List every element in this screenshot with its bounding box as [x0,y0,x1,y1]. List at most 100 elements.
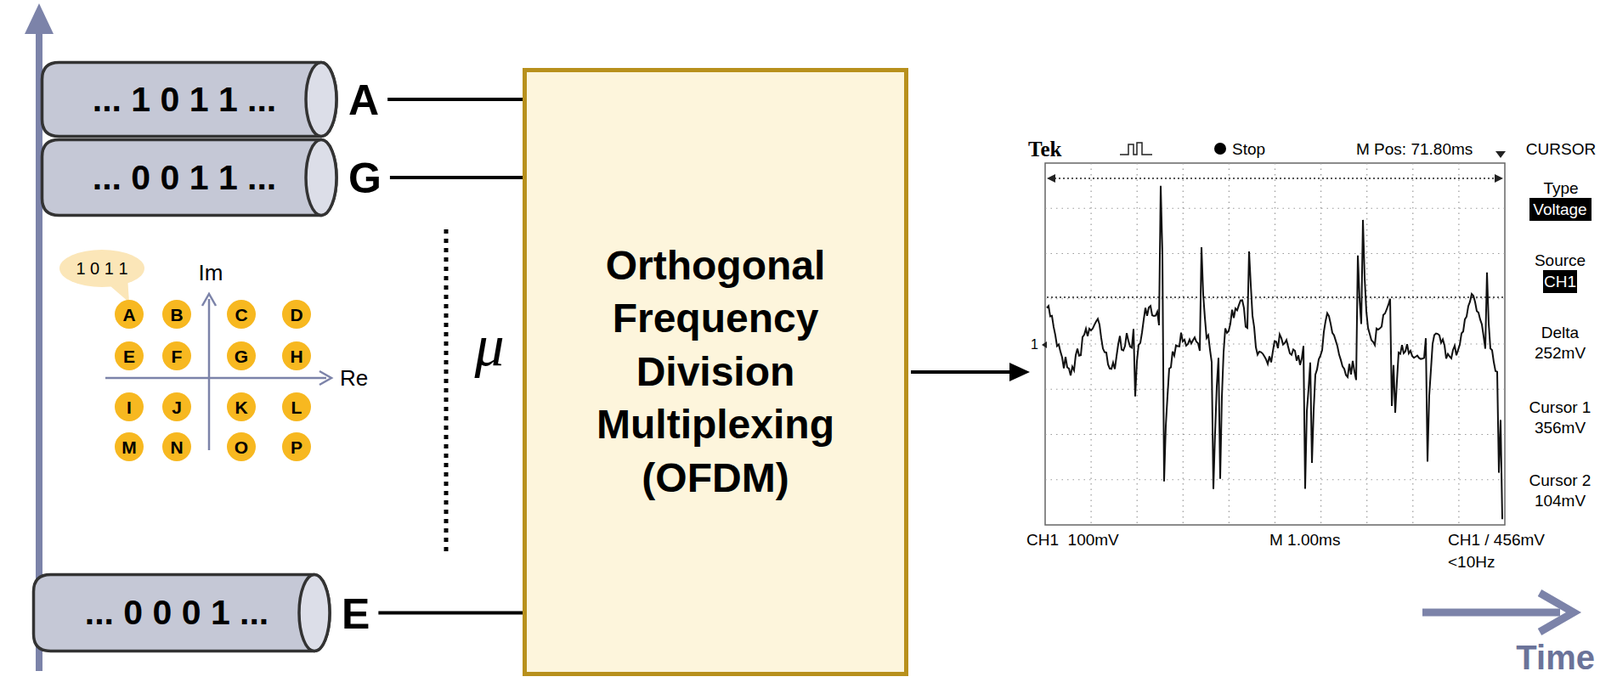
menu-value: Voltage [1532,201,1587,218]
axis-arrowhead [24,3,54,34]
symbol-mu: μ [474,316,504,376]
constellation-point: M [114,432,144,462]
menu-item: Cursor 1 [1529,399,1592,416]
constellation-point: C [226,299,256,329]
constellation-point: A [114,299,144,329]
ellipsis-line [444,229,449,557]
constellation-point: L [282,392,311,422]
bubble-fill [59,249,145,288]
constellation-point: P [282,432,311,462]
waveform [1046,186,1503,521]
im-axis [208,299,211,451]
trigger-icon [1119,142,1153,155]
menu-item: Type [1543,180,1578,197]
cylinder-end [305,140,337,216]
point-letter: G [234,347,249,366]
grid-line [1045,208,1505,210]
constellation-point: I [114,392,144,422]
cylinder-end [305,62,337,137]
scope-brand: Tek [1028,138,1062,160]
point-letter: E [123,347,136,366]
connector-line [387,97,523,102]
channel-symbol: E [341,593,370,636]
menu-value: 356mV [1534,419,1586,436]
scope-trigger: CH1 / 456mV [1447,531,1545,549]
point-letter: F [171,347,183,366]
menu-value: CH1 [1543,273,1577,290]
grid-line [1090,163,1092,526]
time-label: Time [1515,640,1595,675]
point-letter: L [291,398,303,417]
scope-grid [1045,163,1505,526]
connector-line [378,611,523,616]
process-box: Orthogonal Frequency Division Multiplexi… [522,67,909,677]
point-letter: N [169,438,183,457]
menu-item: Source [1534,252,1586,269]
stream-bits: ... 1 0 1 1 ... [92,82,278,118]
menu-item: Cursor 2 [1529,472,1592,489]
cursor-line [1050,177,1500,180]
re-axis [105,377,327,380]
scope-status: Stop [1232,141,1266,158]
menu-highlight [1529,197,1592,221]
constellation-point: F [162,341,192,371]
re-axis-head [319,371,332,385]
point-letter: D [289,305,303,324]
stop-dot [1214,142,1227,155]
process-title: Orthogonal Frequency Division Multiplexi… [571,239,860,505]
channel-number: 1 [1030,338,1039,352]
point-letter: B [169,305,183,324]
constellation-point: B [162,299,192,329]
point-letter: O [234,438,249,457]
menu-title: CURSOR [1526,141,1596,158]
data-cylinder: ... 1 0 1 1 ... A [40,61,388,138]
point-letter: M [121,438,137,457]
point-letter: K [234,398,248,417]
callout-bubble: 1 0 1 1 [59,249,145,288]
point-letter: C [234,305,248,324]
data-cylinder: ... 0 0 1 1 ... G [40,138,391,217]
grid-line [1412,163,1414,526]
constellation-point: H [282,341,311,371]
cylinder-body [42,62,338,137]
stream-bits: ... 0 0 1 1 ... [92,160,278,196]
channel-symbol: A [348,79,379,122]
scope-screen [1045,163,1505,526]
grid-line [1045,479,1505,481]
point-letter: J [171,398,182,417]
constellation-point: O [226,432,256,462]
grid-line [1045,298,1505,300]
data-cylinder: ... 0 0 0 1 ...E [32,573,379,653]
axis-label: Re [339,367,368,390]
scope-scale: CH1 100mV [1026,531,1120,549]
channel-symbol: G [348,157,382,200]
cursor-arrow [1494,174,1504,183]
cylinder-body [42,140,338,216]
im-axis-head [202,293,216,306]
constellation-point: G [226,341,256,371]
point-letter: H [289,347,303,366]
grid-line [1136,163,1138,526]
time-arrowhead [1539,593,1574,633]
point-letter: I [126,398,132,417]
grid-line [1045,389,1505,391]
menu-highlight [1543,270,1578,294]
channel-marker [1041,341,1047,349]
trigger-marker [1495,151,1506,159]
constellation-point: E [114,341,144,371]
cursor-line [1046,296,1504,299]
scope-timebase: M 1.00ms [1269,531,1340,549]
point-letter: P [290,438,303,457]
menu-value: 104mV [1534,492,1586,509]
output-arrowhead [1009,362,1030,382]
constellation-point: N [162,432,192,462]
output-arrow [910,370,1013,374]
menu-value: 252mV [1534,344,1586,362]
cylinder-body [33,575,331,652]
bit-label: 1 0 1 1 [75,260,128,278]
constellation-point: J [162,392,192,422]
point-letter: A [122,305,136,324]
connector-line [390,175,523,180]
grid-line [1045,434,1505,436]
scope-frequency: <10Hz [1447,554,1495,571]
